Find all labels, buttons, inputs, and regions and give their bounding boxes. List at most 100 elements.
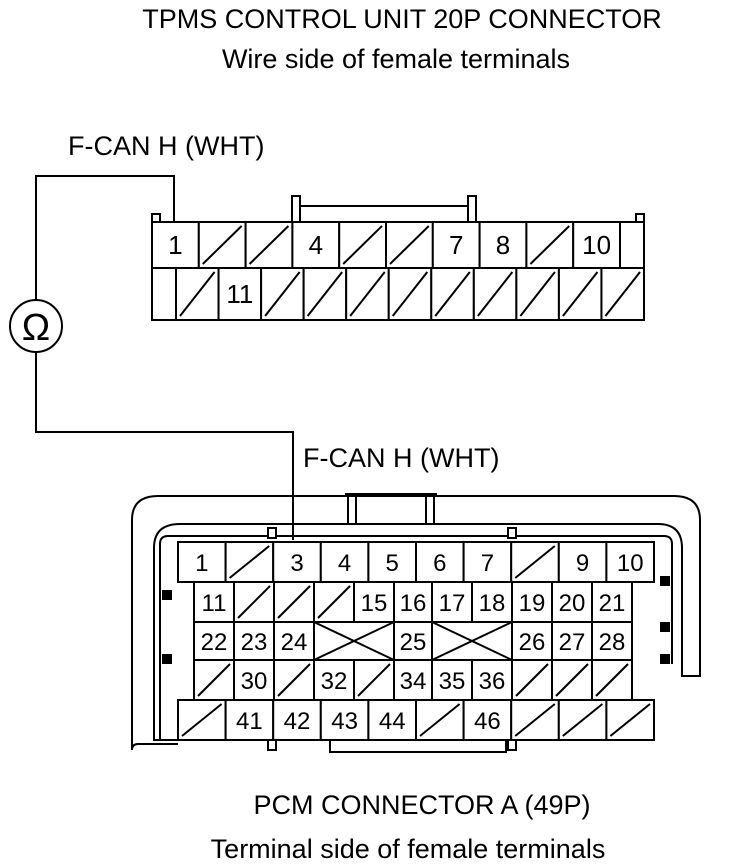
- unused-terminal-mark: [228, 545, 270, 579]
- blank-terminal-cross: [313, 621, 395, 661]
- pcm-terminal-cell: [233, 581, 275, 623]
- pcm-terminal-cell: [177, 699, 227, 741]
- pcm-terminal-cell: 44: [367, 699, 417, 741]
- unused-terminal-mark: [357, 663, 391, 697]
- tpms-terminal-cell: [385, 221, 434, 269]
- pcm-terminal-cell: [605, 699, 656, 741]
- unused-terminal-mark: [595, 663, 629, 697]
- tpms-terminal-cell: 11: [217, 267, 263, 321]
- unused-terminal-mark: [609, 703, 651, 737]
- terminal-number: 11: [202, 590, 227, 617]
- pcm-terminal-cell: 30: [233, 659, 275, 701]
- terminal-number: 4: [309, 230, 323, 260]
- terminal-number: 10: [617, 550, 644, 577]
- tpms-terminal-cell: 4: [291, 221, 341, 269]
- pcm-terminal-cell: [193, 659, 235, 701]
- pcm-terminal-cell: 3: [272, 541, 322, 583]
- pcm-terminal-cell: 1: [177, 541, 227, 583]
- pcm-terminal-cell: 4: [319, 541, 370, 583]
- pcm-terminal-cell: [415, 699, 465, 741]
- pcm-terminal-cell: 46: [462, 699, 513, 741]
- pcm-terminal-cell: 5: [367, 541, 417, 583]
- terminal-number: 9: [576, 550, 589, 577]
- tpms-terminal-cell: 8: [478, 221, 528, 269]
- terminal-number: 32: [321, 668, 348, 695]
- pcm-terminal-cell: 42: [272, 699, 322, 741]
- unused-terminal-mark: [248, 225, 290, 265]
- pcm-terminal-cell: 6: [415, 541, 465, 583]
- unused-terminal-mark: [277, 663, 311, 697]
- terminal-number: 19: [519, 590, 546, 617]
- pcm-terminal-cell: [431, 621, 513, 661]
- tpms-terminal-cell: [600, 267, 645, 321]
- unused-terminal-mark: [197, 663, 231, 697]
- unused-terminal-mark: [514, 703, 556, 737]
- unused-terminal-mark: [555, 663, 589, 697]
- unused-terminal-mark: [237, 585, 271, 619]
- unused-terminal-mark: [514, 545, 556, 579]
- terminal-number: 16: [400, 590, 427, 617]
- pcm-terminal-cell: [510, 699, 560, 741]
- pcm-terminal-cell: 16: [393, 581, 433, 623]
- ohmmeter-icon: Ω: [9, 299, 63, 353]
- tpms-terminal-cell: [175, 267, 220, 321]
- pcm-terminal-cell: 26: [511, 621, 553, 661]
- pcm-terminal-cell: 32: [313, 659, 355, 701]
- unused-terminal-mark: [419, 703, 461, 737]
- test-lead-wire-bottom: [35, 352, 294, 540]
- unused-terminal-mark: [515, 663, 549, 697]
- pcm-terminal-cell: 34: [393, 659, 433, 701]
- pcm-terminal-cell: 43: [319, 699, 370, 741]
- blank-terminal-cross: [431, 621, 513, 661]
- unused-terminal-mark: [349, 271, 386, 317]
- pcm-terminal-cell: 25: [393, 621, 433, 661]
- pcm-terminal-cell: 17: [431, 581, 473, 623]
- tpms-terminal-cell: [557, 267, 603, 321]
- tpms-terminal-cell: [525, 221, 575, 269]
- terminal-number: 22: [201, 629, 228, 656]
- terminal-number: 24: [281, 629, 308, 656]
- tpms-terminal-cell: [515, 267, 560, 321]
- terminal-number: 18: [479, 590, 506, 617]
- unused-terminal-mark: [306, 271, 343, 317]
- unused-terminal-mark: [519, 271, 556, 317]
- terminal-number: 42: [284, 708, 311, 735]
- terminal-number: 6: [433, 550, 446, 577]
- terminal-number: 41: [236, 708, 263, 735]
- terminal-number: 7: [481, 550, 494, 577]
- tpms-terminal-cell: [260, 267, 305, 321]
- pcm-terminal-cell: 35: [431, 659, 473, 701]
- unused-terminal-mark: [477, 271, 514, 317]
- terminal-number: 26: [519, 629, 546, 656]
- terminal-number: 11: [226, 279, 253, 309]
- unused-terminal-mark: [179, 271, 216, 317]
- tpms-terminal-cell: [197, 221, 247, 269]
- tpms-terminal-cell: 1: [151, 221, 200, 269]
- tpms-connector-title: TPMS CONTROL UNIT 20P CONNECTOR: [142, 4, 662, 34]
- unused-terminal-mark: [389, 225, 430, 265]
- tpms-terminal-cell: [387, 267, 433, 321]
- terminal-number: 15: [361, 590, 388, 617]
- terminal-number: 20: [559, 590, 586, 617]
- unused-terminal-mark: [317, 585, 351, 619]
- terminal-number: 23: [241, 629, 268, 656]
- terminal-number: 17: [439, 590, 466, 617]
- pcm-terminal-cell: [224, 541, 275, 583]
- terminal-number: 1: [168, 230, 182, 260]
- tpms-terminal-cell: [472, 267, 518, 321]
- unused-terminal-mark: [202, 225, 243, 265]
- pcm-connector-title: PCM CONNECTOR A (49P): [253, 790, 590, 820]
- tpms-terminal-cell: [430, 267, 475, 321]
- terminal-number: 5: [386, 550, 399, 577]
- pcm-terminal-cell: [551, 659, 593, 701]
- pcm-terminal-cell: 21: [591, 581, 633, 623]
- terminal-number: 30: [241, 668, 268, 695]
- pcm-terminal-cell: 36: [471, 659, 513, 701]
- terminal-number: 7: [449, 230, 463, 260]
- pcm-terminal-cell: 9: [557, 541, 608, 583]
- tpms-terminal-cell: 10: [572, 221, 622, 269]
- tpms-connector-subtitle: Wire side of female terminals: [222, 44, 570, 74]
